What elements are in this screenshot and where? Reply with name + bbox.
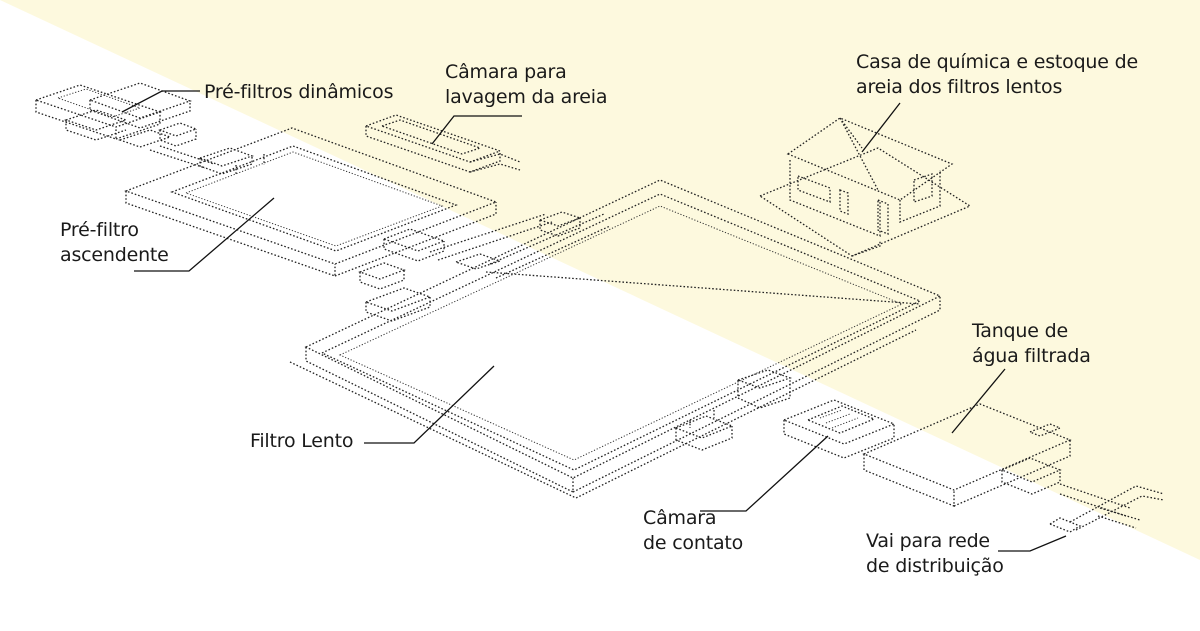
pre-filtro-ascendente-structure	[124, 127, 498, 322]
label-rede-distribuicao: Vai para rede de distribuição	[866, 530, 1004, 577]
rede-distribuicao-pipe	[1048, 483, 1165, 533]
leader-tanque-agua	[951, 368, 1006, 434]
background-tint	[0, 0, 1200, 560]
leader-camara-lavagem	[431, 115, 522, 145]
leader-camara-contato	[700, 435, 829, 512]
leader-lines	[121, 90, 1067, 552]
pipe-channel	[429, 211, 582, 270]
leader-rede-distribuicao	[998, 535, 1067, 552]
label-filtro-lento: Filtro Lento	[250, 430, 354, 452]
camara-lavagem-structure	[364, 114, 521, 173]
label-pre-filtro-ascendente: Pré-filtro ascendente	[60, 219, 169, 266]
label-camara-contato: Câmara de contato	[643, 507, 744, 554]
leader-pre-filtros-dinamicos	[121, 90, 200, 113]
leader-pre-filtro-ascendente	[134, 197, 275, 272]
camara-contato-structure	[674, 369, 896, 459]
filtro-lento-structure	[289, 179, 942, 499]
tanque-agua-filtrada-structure	[862, 403, 1072, 507]
label-casa-quimica: Casa de química e estoque de areia dos f…	[856, 51, 1138, 98]
label-pre-filtros-dinamicos: Pré-filtros dinâmicos	[204, 81, 394, 103]
casa-quimica-structure	[758, 117, 972, 257]
leader-casa-quimica	[861, 102, 901, 153]
label-tanque-agua-filtrada: Tanque de água filtrada	[972, 320, 1091, 367]
leader-filtro-lento	[364, 365, 495, 444]
label-camara-lavagem: Câmara para lavagem da areia	[445, 61, 608, 108]
